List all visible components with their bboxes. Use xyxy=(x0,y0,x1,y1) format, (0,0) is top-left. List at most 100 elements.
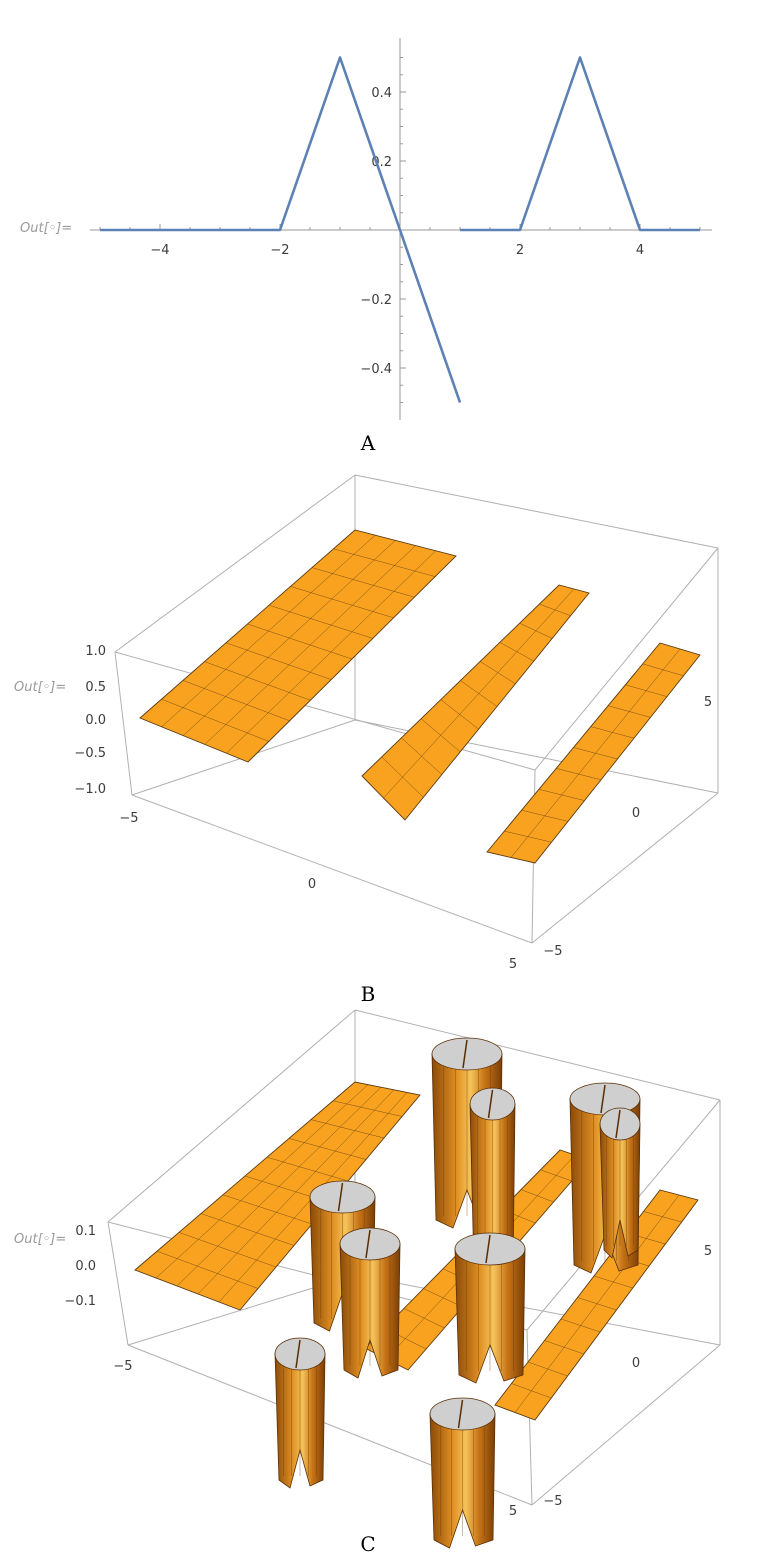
spike-cap xyxy=(274,1337,326,1371)
mesh-line xyxy=(332,1100,403,1117)
series-line-2 xyxy=(460,56,700,232)
output-label: Out[◦]= xyxy=(14,680,67,695)
x-tick-label: −4 xyxy=(150,243,169,258)
x-tick-label: 5 xyxy=(509,957,517,972)
mesh-line xyxy=(247,623,353,660)
caption-b: B xyxy=(360,982,376,1006)
plot-b: 1.0 0.5 0.0 −0.5 −1.0 −5 0 5 5 0 −5 Out[◦]= B xyxy=(14,474,719,1006)
caption-c: C xyxy=(360,1532,376,1556)
x-tick-label: 0 xyxy=(308,877,316,892)
x-tick-label: −5 xyxy=(119,811,138,826)
box-edge xyxy=(107,1009,356,1223)
mesh-line xyxy=(310,1119,385,1139)
x-tick-label: −5 xyxy=(113,1359,132,1374)
spike-cap xyxy=(429,1397,496,1431)
mesh-line xyxy=(333,548,436,577)
mesh-line xyxy=(161,535,376,727)
z-tick-label: −1.0 xyxy=(74,782,106,797)
surface-plot-b: 1.0 0.5 0.0 −0.5 −1.0 −5 0 5 5 0 −5 xyxy=(74,474,719,972)
mesh-line xyxy=(266,1156,349,1182)
spike-split xyxy=(295,1339,301,1369)
y-tick-label: 5 xyxy=(704,695,712,710)
z-tick-label: 0.1 xyxy=(75,1224,96,1239)
box-edge xyxy=(534,547,719,771)
mesh-line xyxy=(204,545,416,745)
z-tick-label: 0.0 xyxy=(75,1259,96,1274)
box-edge xyxy=(354,1009,721,1101)
surface-strip-1 xyxy=(139,529,457,763)
spike-cap xyxy=(339,1227,401,1261)
spike-split xyxy=(600,1084,606,1114)
mesh-line xyxy=(383,588,575,799)
spike-cap xyxy=(469,1087,516,1121)
spike-split xyxy=(457,1399,464,1429)
spike-split xyxy=(365,1229,371,1259)
y-tick-label: −5 xyxy=(543,944,562,959)
spike-split xyxy=(337,1182,344,1212)
mesh-line xyxy=(311,567,415,598)
mesh-line xyxy=(178,1232,277,1268)
mesh-line xyxy=(200,1213,295,1246)
x-tick-label: 2 xyxy=(516,243,524,258)
spike-split xyxy=(485,1234,491,1264)
output-label: Out[◦]= xyxy=(20,221,73,236)
box-edge xyxy=(114,651,536,771)
mesh-line xyxy=(182,680,290,722)
spike-split xyxy=(462,1039,468,1069)
spike-split xyxy=(487,1089,494,1119)
box-edge xyxy=(107,1221,129,1346)
z-tick-label: 0.0 xyxy=(85,713,106,728)
mesh-line xyxy=(510,648,681,858)
spike-cap xyxy=(599,1107,641,1141)
box-edge xyxy=(354,474,719,549)
surface-strip-1 xyxy=(134,1081,421,1311)
box-edge xyxy=(114,651,133,796)
mesh-line xyxy=(288,1138,367,1160)
y-tick-label: −0.2 xyxy=(360,293,392,308)
box-edge xyxy=(531,792,719,944)
spike-cap xyxy=(454,1232,526,1266)
x-tick-label: 5 xyxy=(509,1504,517,1519)
caption-a: A xyxy=(360,431,376,455)
surface-strip-2 xyxy=(361,584,590,821)
y-tick-label: 0 xyxy=(632,1356,640,1371)
mesh-line xyxy=(156,1250,259,1289)
z-tick-label: −0.5 xyxy=(74,746,106,761)
series-line-1 xyxy=(100,56,462,403)
y-tick-label: 5 xyxy=(704,1244,712,1259)
box-edge xyxy=(354,1274,721,1346)
mesh-line xyxy=(290,586,394,619)
z-tick-label: 0.5 xyxy=(85,680,106,695)
x-tick-label: 4 xyxy=(636,243,644,258)
surface-strip-3 xyxy=(486,642,701,864)
box-edge xyxy=(131,794,533,944)
mesh-line xyxy=(176,1087,382,1287)
y-tick-label: −0.4 xyxy=(360,362,392,377)
z-tick-label: −0.1 xyxy=(64,1294,96,1309)
output-label: Out[◦]= xyxy=(14,1232,67,1247)
mesh-line xyxy=(268,604,373,639)
spike-cap xyxy=(431,1037,503,1071)
y-tick-label: 0 xyxy=(632,806,640,821)
box-edge xyxy=(531,1344,721,1506)
mesh-line xyxy=(222,1194,313,1225)
y-tick-label: −5 xyxy=(543,1494,562,1509)
mesh-line xyxy=(161,698,269,742)
z-tick-label: 1.0 xyxy=(85,644,106,659)
mesh-line xyxy=(183,540,396,736)
mesh-line xyxy=(226,550,436,754)
mesh-line xyxy=(225,642,332,680)
mesh-line xyxy=(204,661,311,701)
box-edge xyxy=(114,474,356,653)
y-tick-label: 0.4 xyxy=(371,86,392,101)
x-tick-label: −2 xyxy=(270,243,289,258)
mesh-line xyxy=(197,1089,395,1295)
mesh-line xyxy=(514,1194,680,1413)
spike-split xyxy=(615,1109,621,1139)
surface-strip-3 xyxy=(494,1189,699,1421)
spike-cap xyxy=(309,1180,376,1214)
